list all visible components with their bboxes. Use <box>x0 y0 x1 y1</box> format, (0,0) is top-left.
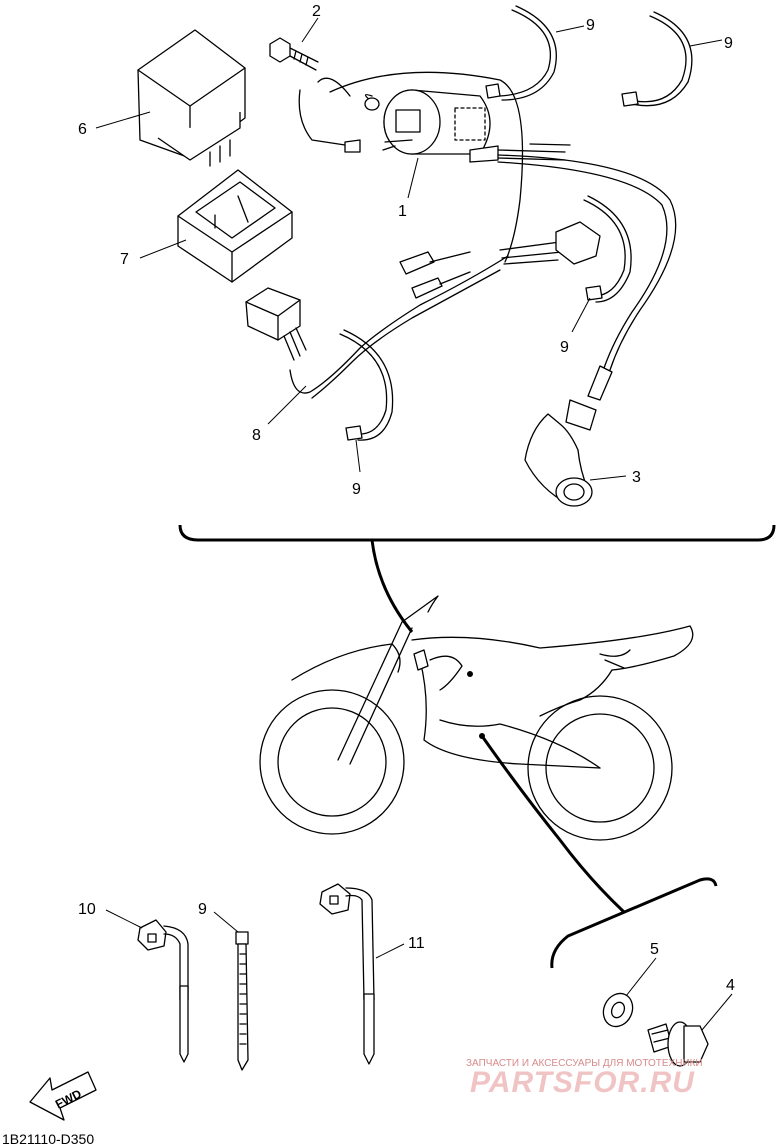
band-top-left <box>485 5 557 101</box>
band-lower <box>339 329 394 441</box>
wire-harness <box>245 71 601 399</box>
callout-6-number: 6 <box>78 121 87 138</box>
ignition-coil <box>344 89 571 163</box>
detail-frame <box>178 524 776 633</box>
plug-lead <box>497 154 677 371</box>
callout-9-mid: 9 <box>560 297 591 356</box>
callout-8-number: 8 <box>252 427 261 444</box>
callout-3: 3 <box>589 469 641 486</box>
bolt <box>269 37 319 71</box>
callout-10: 10 <box>78 901 143 929</box>
callout-9-top-left: 9 <box>555 17 595 34</box>
callout-9-lower-number: 9 <box>352 481 361 498</box>
watermark-brand: PARTSFOR.RU <box>470 1066 695 1099</box>
callout-1-number: 1 <box>398 203 407 220</box>
callout-9-loose-number: 9 <box>198 901 207 918</box>
motorcycle-silhouette <box>259 595 694 914</box>
cdi-unit <box>137 29 246 167</box>
callout-9-top-left-number: 9 <box>586 17 595 34</box>
callout-9-loose: 9 <box>198 901 239 933</box>
callout-4: 4 <box>701 977 735 1031</box>
callout-6: 6 <box>78 111 151 138</box>
clip-11 <box>319 883 375 1065</box>
callout-2-number: 2 <box>312 3 321 20</box>
callout-10-number: 10 <box>78 901 96 918</box>
callout-4-number: 4 <box>726 977 735 994</box>
watermark-tagline: ЗАПЧАСТИ И АКСЕССУАРЫ ДЛЯ МОТОТЕХНИКИ <box>466 1058 703 1069</box>
cdi-case <box>177 169 293 283</box>
band-top-right <box>621 11 693 107</box>
callout-1: 1 <box>398 157 419 220</box>
band-mid <box>583 195 632 303</box>
lower-frame <box>550 877 718 969</box>
fwd-arrow: FWD <box>29 1071 97 1121</box>
callout-9-top-right: 9 <box>689 35 733 52</box>
callout-9-lower: 9 <box>352 439 361 498</box>
callout-11-number: 11 <box>408 935 425 952</box>
spark-plug-cap <box>524 365 613 507</box>
diagram-code: 1B21110-D350 <box>2 1131 94 1147</box>
callout-2: 2 <box>301 3 321 43</box>
flange-bolt <box>647 1021 709 1067</box>
band-loose <box>235 931 249 1071</box>
callout-7-number: 7 <box>120 251 129 268</box>
callout-5: 5 <box>625 941 659 997</box>
callout-9-top-right-number: 9 <box>724 35 733 52</box>
callout-8: 8 <box>252 385 307 444</box>
callout-5-number: 5 <box>650 941 659 958</box>
callout-11: 11 <box>375 935 425 959</box>
clip-10 <box>137 919 189 1063</box>
callout-3-number: 3 <box>632 469 641 486</box>
washer <box>602 992 634 1028</box>
callout-7: 7 <box>120 239 187 268</box>
callout-9-mid-number: 9 <box>560 339 569 356</box>
